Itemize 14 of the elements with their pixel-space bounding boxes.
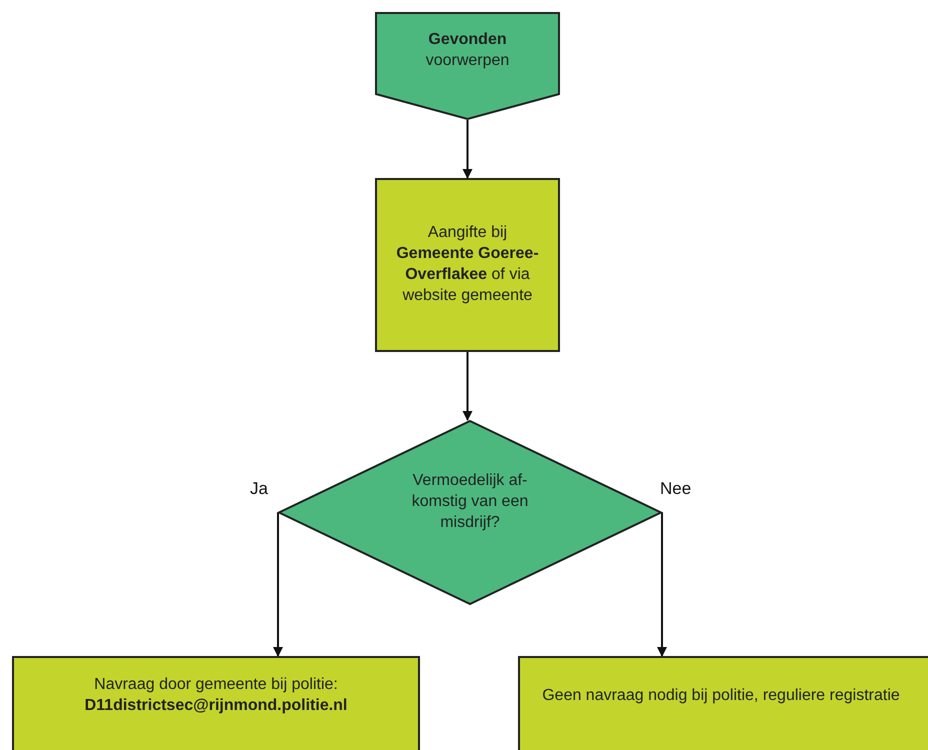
arrow (273, 512, 283, 657)
node-text: Navraag door gemeente bij politie: D11districtsec@rijnmond.politie.nl (84, 675, 348, 716)
decision-diamond (278, 420, 662, 605)
arrow (657, 512, 667, 657)
node-text: Gevonden voorwerpen (424, 30, 510, 71)
process-box (375, 178, 560, 352)
process-box (12, 656, 420, 750)
arrow (462, 352, 472, 421)
node-text: Vermoedelijk af-komstig van een misdrijf? (410, 471, 530, 533)
node-text: Aangifte bij Gemeente Goeree-Overflakee of via website gemeente (395, 223, 540, 306)
start-connector-shape (375, 12, 560, 120)
arrow (462, 120, 472, 179)
node-text: Geen navraag nodig bij politie, reguliere registratie (541, 686, 901, 706)
process-box (518, 656, 928, 750)
